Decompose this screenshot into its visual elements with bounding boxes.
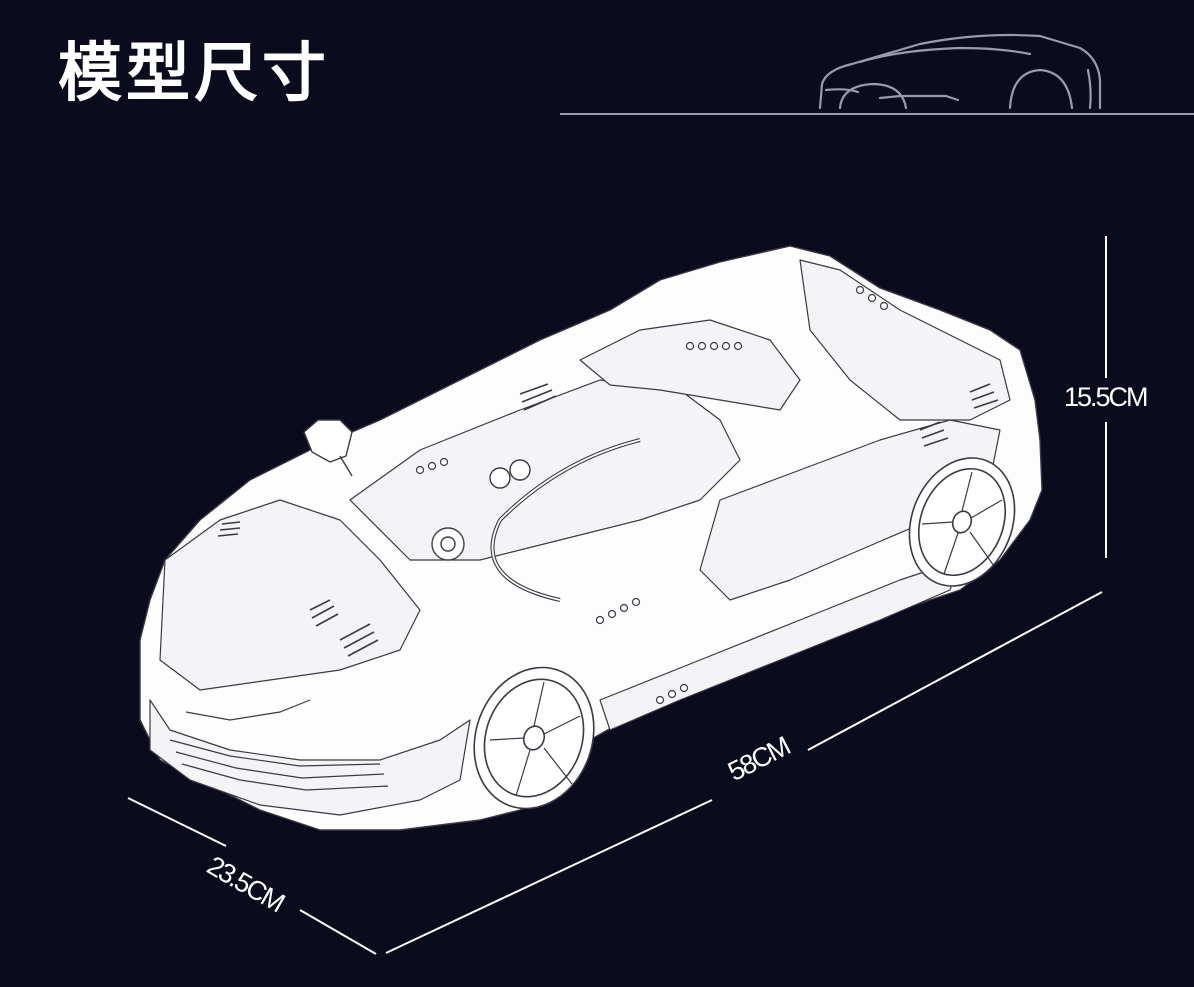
header-car-outline-icon (560, 33, 1194, 115)
length-line-lower (385, 799, 713, 954)
width-line-upper (127, 797, 227, 847)
dimension-lines (127, 236, 1107, 955)
engine-gear (431, 459, 531, 561)
vent-slats (217, 383, 999, 657)
car-body (139, 245, 1043, 831)
rear-wheel (908, 457, 1016, 587)
width-line-lower (299, 909, 377, 955)
height-dimension-label: 15.5CM (1064, 382, 1149, 412)
car-panels (149, 259, 1011, 816)
length-line-upper (807, 591, 1103, 751)
front-grille (169, 699, 389, 791)
technic-pins (415, 285, 889, 705)
page-title: 模型尺寸 (58, 37, 330, 111)
front-wheel (473, 666, 595, 810)
side-mirror (303, 419, 353, 477)
